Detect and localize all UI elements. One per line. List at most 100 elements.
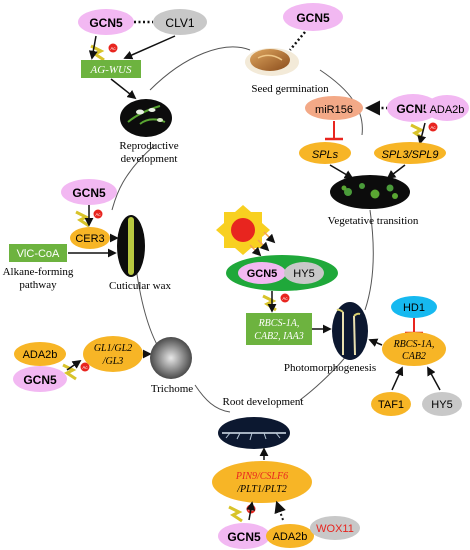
root-development-label: Root development [223,396,304,408]
gcn5-node-top-label: GCN5 [89,16,123,30]
arrow-spls-to-veg [329,164,354,179]
spls-label: SPLs [312,149,339,161]
vegetative-module: miR156 GCN5 ADA2b Ac SPLs SPL3/SPL9 [299,94,469,227]
ag-wus-box [81,60,141,78]
clv1-node [153,9,207,35]
spl3-spl9-node [374,142,446,164]
rbcs-right-node [382,332,446,366]
gcn5-node-root-label: GCN5 [227,530,261,544]
arrow-clv1-to-agwus [123,35,176,60]
hd1-node [391,296,437,318]
seed-germination-label: Seed germination [251,83,329,95]
vlc-coa-label: VlC-CoA [17,248,60,260]
mir156-label: miR156 [315,104,353,116]
stem-image [117,215,145,277]
mir156-node [305,96,363,120]
spl3-spl9-label: SPL3/SPL9 [382,149,439,161]
hy5-node-photo-label: HY5 [293,268,314,280]
ada2b-node-root [266,524,314,548]
interaction-dots-seed [289,31,306,51]
cuticular-wax-label: Cuticular wax [109,280,172,292]
rbcs-right-label-2: CAB2 [402,351,426,362]
arrow-gcn5-to-spl39 [417,122,427,145]
alkane-label-2: pathway [19,279,57,291]
photomorphogenesis-label: Photomorphogenesis [284,362,376,374]
rosette-image [330,175,410,209]
clv1-label: CLV1 [165,16,194,30]
gcn5-node-seed [283,3,343,31]
hy5-node-photo [284,262,324,284]
gcn5-node-photo-label: GCN5 [247,268,278,280]
gl-label-2: /GL3 [102,356,124,367]
pin-label-2: /PLT1/PLT2 [236,484,287,495]
svg-text:Ac: Ac [430,125,436,130]
alkane-label-1: Alkane-forming [3,266,74,278]
ada2b-node-tri-label: ADA2b [23,349,58,361]
ada2b-node-veg-label: ADA2b [430,104,465,116]
dotted-arrow-ada2b-to-pin [274,500,286,521]
cuticular-wax-module: GCN5 Ac CER3 VlC-CoA Alkane-forming path… [3,179,172,292]
gl-label-1: GL1/GL2 [94,343,132,354]
vlc-coa-box [9,244,67,262]
rbcs-right-label-1: RBCS-1A, [393,339,435,350]
gcn5-node-seed-label: GCN5 [296,11,330,25]
seedling-image [332,302,368,360]
vegetative-transition-label: Vegetative transition [328,215,419,227]
ada2b-node-veg [425,95,469,121]
svg-text:Ac: Ac [82,365,88,370]
svg-text:Ac: Ac [110,46,116,51]
photomorphogenesis-module: GCN5 HY5 Ac RBCS-1A, CAB2, IAA3 Photomor… [216,205,462,416]
acetyl-mark-photo: Ac [262,293,290,312]
svg-text:Ac: Ac [95,212,101,217]
acetyl-mark-tri: Ac [62,362,90,381]
ag-wus-label: AG-WUS [90,64,132,76]
hy5-node-right [422,392,462,416]
trichome-image [150,337,192,379]
root-module: Root development PIN9/CSLF6 /PLT1/PLT2 A… [212,396,360,549]
hy5-node-right-label: HY5 [431,399,452,411]
arrow-gcn5-to-pin [246,501,256,521]
trichome-module: ADA2b GCN5 Ac GL1/GL2 /GL3 Trichome [13,336,193,395]
seed-image [245,48,299,76]
gcn5-node-tri [13,366,67,392]
gcn5-node-veg-label: GCN5 [396,102,430,116]
ada2b-node-root-label: ADA2b [273,531,308,543]
arrow-gcn5-to-agwus-left [88,35,98,60]
gcn5-node-wax-label: GCN5 [72,186,106,200]
wox11-label: WOX11 [316,523,354,535]
reproductive-label-2: development [121,153,178,165]
seed-germination-module: GCN5 Seed germination [245,3,343,95]
reproductive-label-1: Reproductive [119,140,178,152]
wox11-node [310,516,360,540]
pin-node [212,461,312,503]
cer3-node [70,227,110,249]
gl-node [83,336,143,372]
arrow-rbcs-right-to-seedling [368,338,383,347]
pin-label-1: PIN9/CSLF6 [235,471,288,482]
taf1-node [371,392,411,416]
arrow-hy5-to-rbcs [427,366,441,391]
gcn5-node-wax [61,179,117,205]
rbcs-left-label-2: CAB2, IAA3 [254,331,303,342]
gcn5-node-photo [238,262,286,284]
gcn5-node-tri-label: GCN5 [23,373,57,387]
gcn5-node-root [218,523,270,549]
rbcs-left-box [246,313,312,345]
spls-node [299,142,351,164]
rbcs-left-label-1: RBCS-1A, [258,318,300,329]
gcn5-node-veg [387,94,439,122]
arrow-gcn5-to-gl [66,359,82,371]
ada2b-node-tri [14,342,66,366]
cer3-label: CER3 [75,233,104,245]
flower-image [120,99,172,137]
arrow-spl39-to-veg [386,164,406,180]
sun-icon [216,205,276,257]
root-image [218,417,290,449]
arrow-taf1-to-rbcs [391,366,404,391]
acetyl-mark: Ac [90,43,118,62]
svg-text:Ac: Ac [282,296,288,301]
hd1-label: HD1 [403,302,425,314]
arrow-agwus-to-flower [110,78,137,100]
taf1-label: TAF1 [378,399,404,411]
